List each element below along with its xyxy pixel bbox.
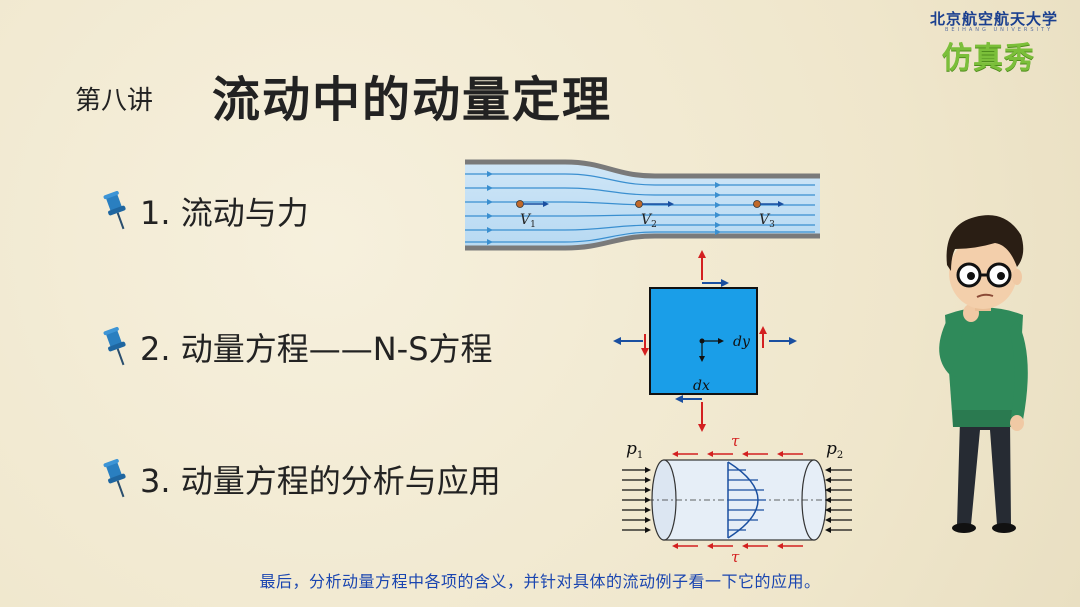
pipe-flow-figure: V1 V2 V3 [465,159,820,251]
university-logo-text: 北京航空航天大学 [930,10,1059,28]
lecture-number: 第八讲 [75,86,154,116]
page-title: 流动中的动量定理 [212,72,613,128]
pipe-shear-figure: p1 p2 τ τ [622,432,852,562]
outline-item-label: 2. 动量方程——N-S方程 [140,330,493,368]
outline-item-label: 1. 流动与力 [140,194,309,232]
outline-item-label: 3. 动量方程的分析与应用 [140,462,501,500]
outline-item-1: 1. 流动与力 [100,188,309,234]
velocity-label-v2: V2 [641,212,657,230]
subtitle-caption: 最后，分析动量方程中各项的含义，并针对具体的流动例子看一下它的应用。 [259,572,821,591]
brand-logo: 仿真秀 [942,41,1035,76]
pressure-label-p2: p2 [826,439,843,461]
university-logo-en: BEIHANG UNIVERSITY [945,27,1054,33]
outline-item-2: 2. 动量方程——N-S方程 [100,324,493,370]
velocity-label-v3: V3 [759,212,775,230]
shear-label-bottom: τ [731,548,740,562]
presenter-character [939,215,1028,533]
outline-item-3: 3. 动量方程的分析与应用 [100,456,501,502]
pushpin-icon [103,190,126,230]
fluid-element-figure: dy dx [613,250,797,432]
element-label-dx: dx [693,378,710,394]
pushpin-icon [103,458,126,498]
velocity-label-v1: V1 [520,212,536,230]
shear-label-top: τ [731,432,740,450]
element-label-dy: dy [733,334,751,350]
pushpin-icon [103,326,126,366]
pressure-label-p1: p1 [626,439,643,461]
